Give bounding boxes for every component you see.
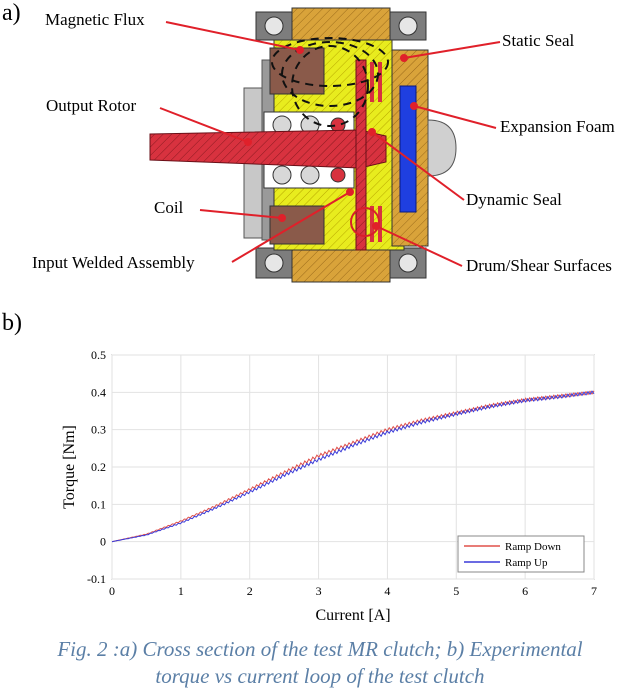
legend-label-ramp-up: Ramp Up — [505, 557, 548, 569]
shear-drums — [370, 62, 382, 242]
legend-label-ramp-down: Ramp Down — [505, 541, 561, 553]
x-tick-label: 7 — [591, 584, 597, 598]
rotor-drum — [355, 59, 367, 251]
y-tick-label: 0.4 — [91, 385, 106, 399]
callout-magnetic-flux: Magnetic Flux — [45, 10, 145, 29]
expansion-foam-shape — [399, 85, 417, 213]
output-rotor-shaft — [149, 129, 387, 169]
callout-input-welded-assembly: Input Welded Assembly — [32, 253, 195, 272]
callout-lines — [159, 21, 501, 267]
callout-coil: Coil — [154, 198, 184, 217]
y-tick-label: 0.5 — [91, 348, 106, 362]
y-tick-label: 0.1 — [91, 497, 106, 511]
outer-bearings — [255, 11, 427, 279]
x-axis-label: Current [A] — [315, 607, 390, 624]
callout-expansion-foam: Expansion Foam — [500, 117, 615, 136]
x-tick-label: 2 — [247, 584, 253, 598]
x-tick-label: 1 — [178, 584, 184, 598]
end-cap — [427, 119, 457, 177]
panel-b-label: b) — [2, 310, 22, 336]
magnetic-flux-lines — [271, 37, 389, 127]
figure-caption-line-2: torque vs current loop of the test clutc… — [155, 664, 485, 688]
coil-shape — [269, 47, 325, 245]
callout-static-seal: Static Seal — [502, 31, 575, 50]
panel-a-label: a) — [2, 0, 21, 26]
figure-caption-line-1: Fig. 2 :a) Cross section of the test MR … — [57, 637, 583, 661]
x-tick-label: 4 — [384, 584, 390, 598]
drum-highlight-circle — [350, 207, 380, 237]
series-line-ramp-up — [111, 390, 595, 543]
legend: Ramp Down Ramp Up — [457, 535, 585, 573]
clutch-cross-section — [149, 7, 501, 283]
y-axis-label: Torque [Nm] — [61, 425, 78, 509]
y-tick-label: 0.3 — [91, 423, 106, 437]
x-tick-label: 3 — [316, 584, 322, 598]
x-tick-label: 5 — [453, 584, 459, 598]
y-tick-label: 0.2 — [91, 460, 106, 474]
x-tick-label: 0 — [109, 584, 115, 598]
y-tick-label: 0 — [100, 535, 106, 549]
callout-output-rotor: Output Rotor — [46, 96, 137, 115]
callout-drum-shear-surfaces: Drum/Shear Surfaces — [466, 256, 612, 275]
series-line-ramp-down — [111, 390, 595, 543]
x-tick-label: 6 — [522, 584, 528, 598]
y-tick-label: -0.1 — [87, 572, 106, 586]
legend-box — [457, 535, 585, 573]
callout-dynamic-seal: Dynamic Seal — [466, 190, 562, 209]
